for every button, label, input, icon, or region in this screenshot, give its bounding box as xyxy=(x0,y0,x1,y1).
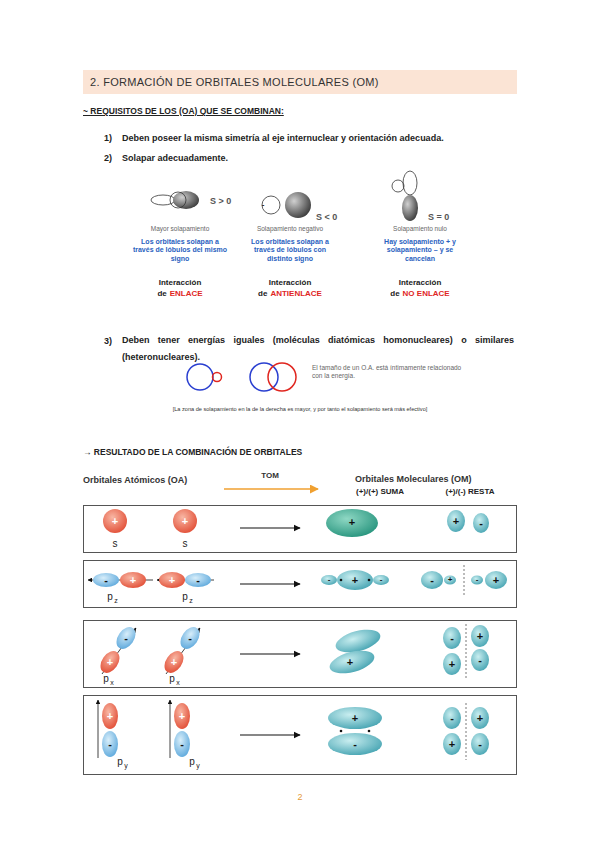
overlap-caption: Solapamiento negativo xyxy=(257,225,323,232)
lobe-sign: - xyxy=(353,738,357,751)
lobe-sign: - xyxy=(479,517,483,530)
lobe-sign: + xyxy=(477,712,483,725)
orbital-label: p xyxy=(103,673,109,685)
interaction-type: ANTIENLACE xyxy=(270,289,322,298)
orbital-label: p xyxy=(107,591,113,603)
lobe-sign: + xyxy=(493,574,499,587)
lobe-sign: - xyxy=(180,738,184,751)
lobe-sign: + xyxy=(179,710,185,723)
column-header: Orbitales Atómicos (OA) xyxy=(83,475,187,485)
lobe-sign: + xyxy=(107,656,113,669)
lobe-sign: + xyxy=(352,712,358,725)
orbital-row-box: -+-+pxpx+-++- xyxy=(83,620,517,688)
lobe-sign: - xyxy=(450,712,454,725)
lobe-sign: - xyxy=(476,575,479,584)
lobe-sign: + xyxy=(449,738,455,751)
lobe-sign: - xyxy=(262,200,265,209)
orbital-label: z xyxy=(189,597,193,605)
orbital-label: p xyxy=(182,591,188,603)
item-text: Deben poseer la misma simetría al eje in… xyxy=(122,133,444,143)
column-header: Orbitales Moleculares (OM) xyxy=(355,474,472,484)
lobe-sign: - xyxy=(104,574,108,587)
lobe-sign: + xyxy=(448,575,453,584)
lobe-sign: - xyxy=(108,738,112,751)
lobe-sign: - xyxy=(124,632,128,645)
orbital-row-box: + + s s + + - xyxy=(83,505,517,553)
overlap-value: S < 0 xyxy=(316,212,337,222)
overlap-note: Hay solapamiento + y solapamiento – y se… xyxy=(372,238,468,263)
item-text: Deben tener energías iguales (moléculas … xyxy=(122,332,514,366)
lobe-sign: - xyxy=(328,575,331,584)
orbital-label: x xyxy=(176,679,180,687)
overlap-note: Los orbitales solapan a través de lóbulo… xyxy=(242,238,338,263)
s-orbitals xyxy=(103,509,489,537)
orbital-label: x xyxy=(110,679,114,687)
lobe-sign: - xyxy=(196,574,200,587)
lobe-sign: - xyxy=(450,632,454,645)
lobe-sign: - xyxy=(478,654,482,667)
overlap-value: S = 0 xyxy=(428,212,449,222)
interaction-label: de xyxy=(258,289,267,298)
orbital-label: y xyxy=(196,762,200,770)
lobe-sign: + xyxy=(453,515,459,528)
overlap-caption: Mayor solapamiento xyxy=(151,225,210,232)
lobe-sign: + xyxy=(171,656,177,669)
title-band xyxy=(83,70,517,94)
orbital-label: z xyxy=(114,597,118,605)
lobe-sign: + xyxy=(347,656,353,669)
overlap-note-small: [La zona de solapamiento en la de la der… xyxy=(173,406,428,412)
lobe-sign: - xyxy=(380,575,383,584)
pz-orbitals xyxy=(88,565,507,596)
interaction-label: Interacción xyxy=(159,278,202,287)
lobe-sign: - xyxy=(430,574,434,587)
lobe-sign: + xyxy=(182,515,188,528)
orbital-label: s xyxy=(183,538,188,550)
interaction-label: de xyxy=(390,289,399,298)
lobe-sign: + xyxy=(130,574,136,587)
size-circles xyxy=(187,363,296,391)
lobe-sign: + xyxy=(477,630,483,643)
section-heading: ~ REQUISITOS DE LOS (OA) QUE SE COMBINAN… xyxy=(83,107,284,117)
tom-label: TOM xyxy=(261,471,279,480)
section-title: 2. FORMACIÓN DE ORBITALES MOLECULARES (O… xyxy=(90,76,379,89)
results-heading: → RESULTADO DE LA COMBINACIÓN DE ORBITAL… xyxy=(83,448,302,458)
orbital-row-box: +-+-pypy+--++- xyxy=(83,695,517,775)
px-orbitals xyxy=(97,624,489,678)
lobe-sign: - xyxy=(188,632,192,645)
interaction-type: ENLACE xyxy=(170,289,203,298)
item-number: 1) xyxy=(104,133,112,143)
orbital-label: s xyxy=(113,538,118,550)
interaction-label: Interacción xyxy=(269,278,312,287)
py-orbitals xyxy=(98,700,489,760)
orbital-label: p xyxy=(169,673,175,685)
overlap-value: S > 0 xyxy=(210,196,231,206)
orbital-label: p xyxy=(189,756,195,768)
column-subheader: (+)/(+) SUMA xyxy=(356,487,404,496)
lobe-sign: - xyxy=(478,738,482,751)
tom-arrow xyxy=(224,488,318,490)
lobe-sign: + xyxy=(349,516,355,529)
column-subheader: (+)/(-) RESTA xyxy=(446,487,495,496)
interaction-label: Interacción xyxy=(399,278,442,287)
page-number: 2 xyxy=(297,792,302,802)
lobe-sign: + xyxy=(112,515,118,528)
lobe-sign: + xyxy=(169,574,175,587)
lobe-sign: + xyxy=(449,658,455,671)
item-text: Solapar adecuadamente. xyxy=(122,153,228,163)
overlap-figures xyxy=(151,171,418,221)
lobe-sign: + xyxy=(352,574,358,587)
overlap-note: Los orbitales solapan a través de lóbulo… xyxy=(132,238,228,263)
orbital-label: p xyxy=(117,756,123,768)
interaction-label: de xyxy=(157,289,166,298)
orbital-label: y xyxy=(124,762,128,770)
interaction-type: NO ENLACE xyxy=(403,289,450,298)
overlap-caption: Solapamiento nulo xyxy=(393,225,447,232)
energy-note: El tamaño de un O.A. está íntimamente re… xyxy=(312,364,462,381)
item-number: 3) xyxy=(104,336,112,346)
lobe-sign: + xyxy=(107,710,113,723)
orbital-row-box: -++-pzpz-+--+-+ xyxy=(83,560,517,608)
item-number: 2) xyxy=(104,153,112,163)
